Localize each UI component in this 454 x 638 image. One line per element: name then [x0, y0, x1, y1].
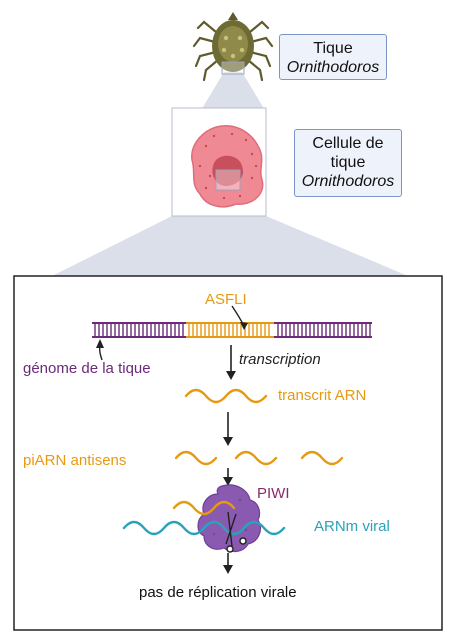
cell-label-line1: Cellule de: [312, 135, 384, 152]
tick-icon: [192, 12, 274, 82]
genome-label: génome de la tique: [23, 360, 151, 377]
viral-mrna-wave: [122, 520, 286, 536]
cell-icon: [191, 125, 264, 208]
cell-label-line2: tique: [330, 154, 366, 171]
pirna-wave-1: [174, 450, 218, 466]
tick-label-line2: Ornithodoros: [286, 59, 380, 76]
scissors-icon: [225, 511, 247, 553]
cell-label-box: Cellule de tique Ornithodoros: [294, 129, 402, 197]
result-label: pas de réplication virale: [139, 584, 297, 601]
zoom-cone-top: [200, 72, 266, 112]
asfli-label: ASFLI: [205, 291, 247, 308]
rna-transcript-wave: [184, 388, 268, 404]
transcription-arrow: [226, 345, 236, 380]
asfli-segment: [186, 321, 274, 339]
pirna-wave-2: [234, 450, 278, 466]
cell-label-line3: Ornithodoros: [301, 173, 395, 190]
processing-arrow: [223, 412, 233, 446]
piwi-label: PIWI: [257, 485, 290, 502]
pirna-label: piARN antisens: [23, 452, 127, 469]
guide-pirna: [172, 500, 236, 516]
tick-zoom-square: [221, 61, 245, 75]
tick-label-line1: Tique: [313, 40, 353, 57]
viral-mrna-label: ARNm viral: [314, 518, 390, 535]
transcription-label: transcription: [239, 351, 321, 368]
tick-label-box: Tique Ornithodoros: [279, 34, 387, 80]
pirna-wave-3: [300, 450, 344, 466]
cell-zoom-square: [215, 169, 241, 191]
transcript-label: transcrit ARN: [278, 387, 367, 404]
loading-arrow: [223, 468, 233, 486]
zoom-cone-bottom: [52, 216, 408, 276]
result-arrow: [223, 553, 233, 574]
